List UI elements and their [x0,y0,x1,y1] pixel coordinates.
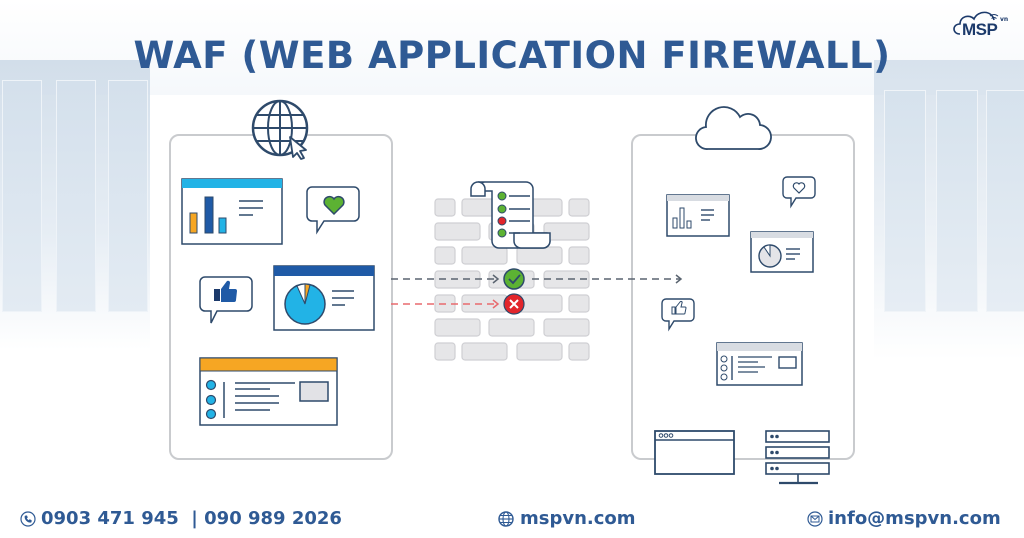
phone-contact[interactable]: 0903 471 945 | 090 989 2026 [20,508,342,529]
right-heart-speech-bubble [782,176,816,209]
cloud-wifi-icon [953,11,999,35]
phone-numbers: 0903 471 945 | 090 989 2026 [41,508,342,529]
right-pie-chart-window [750,231,814,273]
website-link[interactable]: mspvn.com [520,508,636,529]
website-contact[interactable]: mspvn.com [497,508,636,529]
allowed-traffic-arrow [391,274,683,284]
blocked-traffic-arrow [391,299,500,309]
right-bar-chart-window [666,194,730,237]
check-icon [503,268,525,290]
thumbs-up-speech-bubble [199,276,253,324]
browser-window [654,430,735,475]
mail-icon [807,510,823,527]
x-icon [503,293,525,315]
logo-text: MSP [962,20,998,39]
email-link[interactable]: info@mspvn.com [828,508,1001,529]
server-panel [631,134,855,460]
server-stack [765,430,830,485]
email-contact[interactable]: info@mspvn.com [807,508,1001,529]
pie-chart-window [273,265,375,331]
header-background [0,0,1024,95]
logo-superscript: vn [1000,16,1009,23]
heart-speech-bubble [306,186,360,235]
contact-footer: 0903 471 945 | 090 989 2026 mspvn.com in… [0,498,1024,538]
server-room-background-right [874,60,1024,360]
right-list-window [716,342,803,386]
page-title: WAF (WEB APPLICATION FIREWALL) [133,34,891,77]
globe-icon [498,510,514,527]
msp-logo[interactable]: MSP vn [950,6,1010,46]
list-window [199,357,338,426]
right-thumbs-up-speech-bubble [661,298,695,332]
bar-chart-window [181,178,283,245]
cloud-icon [695,106,772,150]
server-room-background-left [0,60,150,350]
checklist-scroll-icon [470,181,551,249]
phone-icon [20,510,36,527]
globe-cursor-icon [251,99,309,160]
